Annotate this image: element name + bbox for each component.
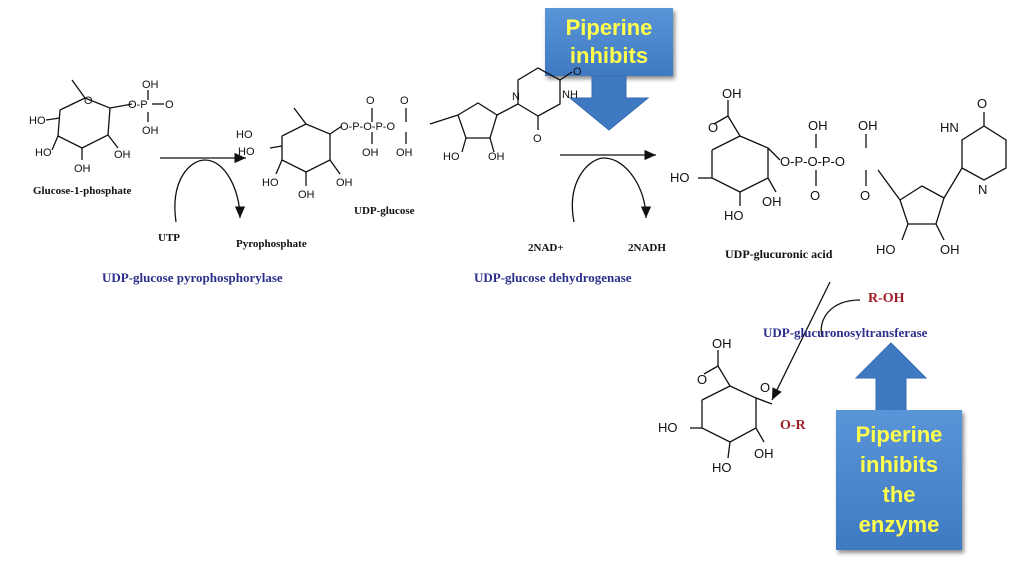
bottom-callout-text: Piperine inhibits the enzyme [836,420,962,540]
udpga-hn: HN [940,120,959,135]
enzyme-dehydrogenase: UDP-glucose dehydrogenase [474,270,632,285]
enzyme-pyrophosphorylase: UDP-glucose pyrophosphorylase [102,270,283,285]
udp-glucose-structure: HO HO HO OH OH O-P-O-P-O O O OH OH HO OH… [236,66,582,201]
label-utp: UTP [158,232,180,244]
udp-glucuronic-acid-structure: O OH HO HO OH O-P-O-P-O OH O OH O HO OH … [670,86,1007,257]
g1p-o-p: O-P [128,99,148,111]
udpg-oh-3: OH [362,147,379,159]
label-2nadh: 2NADH [628,242,666,254]
udpga-o-4: O [977,96,987,111]
udpga-oh-3: OH [808,118,828,133]
reaction-arrow-3 [771,281,861,401]
udpg-ho-1: HO [236,129,253,141]
udpga-o-1: O [708,120,718,135]
udpga-ho-2: HO [724,208,744,223]
g1p-ho-2: HO [35,147,52,159]
udpg-oh-4: OH [396,147,413,159]
udpg-o-2: O [400,95,409,107]
udpga-o-3: O [860,188,870,203]
udpg-n: N [512,91,520,103]
udpg-o-1: O [366,95,375,107]
bottom-callout-line1: Piperine [855,422,943,447]
glucose-1-phosphate-structure: HO HO OH OH O-P OH O OH O [29,79,174,175]
gluc-ho-2: HO [712,460,732,475]
udpga-oh-5: OH [940,242,960,257]
udpg-ho-3: HO [262,177,279,189]
udpg-oh-1: OH [298,189,315,201]
reaction-arrow-1 [160,152,246,223]
udpg-oh-5: OH [488,151,505,163]
udpg-ho-4: HO [443,151,460,163]
udpga-oh-2: OH [762,194,782,209]
udpg-o-4: O [533,133,542,145]
g1p-oh-2: OH [114,149,131,161]
g1p-oh-1: OH [74,163,91,175]
g1p-oh-3: OH [142,79,159,91]
label-glucose-1-phosphate: Glucose-1-phosphate [33,185,132,197]
label-o-r: O-R [780,418,806,433]
bottom-callout-box [836,410,962,550]
top-callout-box [545,8,673,76]
udpga-ho-1: HO [670,170,690,185]
udpga-ho-3: HO [876,242,896,257]
top-callout-line2: inhibits [569,43,649,68]
udpga-oh-4: OH [858,118,878,133]
g1p-o-1: O [165,99,174,111]
udpg-nh: NH [562,89,578,101]
gluc-oh-1: OH [712,336,732,351]
g1p-ring-o: O [84,95,93,107]
label-udp-glucuronic-acid: UDP-glucuronic acid [725,247,833,261]
udpga-o-p-o-p-o: O-P-O-P-O [780,154,845,169]
label-r-oh: R-OH [868,291,905,306]
udpg-ho-2: HO [238,146,255,158]
enzyme-transferase: UDP-glucuronosyltransferase [763,325,928,340]
glucuronide-structure: O OH HO HO OH O [658,336,774,475]
udpg-o-3: O [573,66,582,78]
gluc-ring-o: O [760,380,770,395]
top-callout-text: Piperine inhibits [545,14,673,70]
label-2nad: 2NAD+ [528,242,564,254]
gluc-oh-2: OH [754,446,774,461]
gluc-o-1: O [697,372,707,387]
gluc-ho-1: HO [658,420,678,435]
udpg-oh-2: OH [336,177,353,189]
label-udp-glucose: UDP-glucose [354,205,415,217]
g1p-ho-1: HO [29,115,46,127]
reaction-arrow-2 [560,149,656,223]
bottom-callout-line4: enzyme [858,512,940,537]
udpga-n: N [978,182,987,197]
bottom-callout-line2: inhibits [859,452,939,477]
udpga-o-2: O [810,188,820,203]
top-callout-line1: Piperine [565,15,653,40]
udpg-o-p-o-p-o: O-P-O-P-O [340,121,395,133]
bottom-callout-line3: the [882,482,916,507]
g1p-oh-4: OH [142,125,159,137]
udpga-oh-1: OH [722,86,742,101]
label-pyrophosphate: Pyrophosphate [236,238,307,250]
